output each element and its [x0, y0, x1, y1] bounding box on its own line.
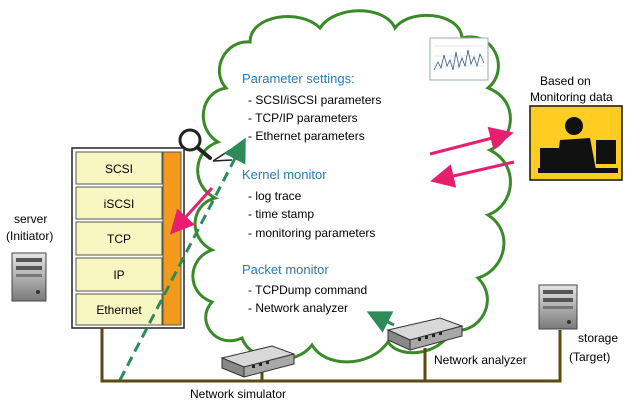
storage-label: storage: [578, 331, 618, 345]
cloud-item: - SCSI/iSCSI parameters: [248, 93, 381, 107]
network-analyzer-device-icon: [386, 317, 464, 351]
stack-label-ip: IP: [113, 268, 124, 282]
stack-layer-iscsi: [75, 186, 163, 220]
cloud-item: - TCPDump command: [248, 283, 367, 297]
monitoring-label-line2: Monitoring data: [530, 90, 613, 104]
server-label: server: [14, 212, 47, 226]
cloud-item: - time stamp: [248, 207, 314, 221]
network-analyzer-label: Network analyzer: [434, 353, 527, 367]
cloud-section-packet-monitor: Packet monitor - TCPDump command - Netwo…: [242, 262, 367, 315]
green-dashed-arrow-to-settings: [118, 137, 246, 381]
storage-tower-icon: [538, 284, 578, 330]
cloud-outline: [191, 9, 512, 364]
cloud-item: - TCP/IP parameters: [248, 111, 358, 125]
cloud-heading-packet-monitor: Packet monitor: [242, 262, 329, 277]
cloud-item: - monitoring parameters: [248, 226, 375, 240]
protocol-stack: SCSI iSCSI TCP IP Ethernet: [71, 147, 185, 329]
stack-label-tcp: TCP: [107, 232, 131, 246]
cloud-item: - Network analyzer: [248, 301, 348, 315]
green-dashed-arrow-to-packet-monitor: [366, 311, 395, 333]
network-wire: [100, 328, 562, 383]
server-role-label: (Initiator): [6, 229, 53, 243]
monitoring-label-line1: Based on: [540, 74, 591, 88]
stack-layer-tcp: [75, 221, 163, 256]
stack-layer-scsi: [75, 151, 163, 185]
storage-role-label: (Target): [569, 350, 610, 364]
stack-layer-ethernet: [75, 293, 163, 326]
cloud-heading-kernel-monitor: Kernel monitor: [242, 167, 327, 182]
pink-arrow-from-operator: [430, 160, 515, 188]
pink-arrow-to-operator: [429, 126, 514, 156]
stack-label-scsi: SCSI: [105, 162, 133, 176]
server-tower-icon: [11, 252, 47, 302]
network-simulator-device-icon: [220, 345, 296, 378]
stack-orange-bar: [162, 151, 182, 326]
cloud: [191, 9, 512, 364]
cloud-section-parameter-settings: Parameter settings: - SCSI/iSCSI paramet…: [242, 71, 381, 143]
stack-label-ethernet: Ethernet: [96, 303, 142, 317]
pink-arrow-to-stack: [169, 186, 214, 235]
stack-layer-ip: [75, 257, 163, 292]
cloud-section-kernel-monitor: Kernel monitor - log trace - time stamp …: [242, 167, 375, 240]
cloud-item: - log trace: [248, 189, 302, 203]
network-simulator-label: Network simulator: [190, 387, 286, 401]
trace-graph-thumbnail: [429, 37, 489, 81]
cloud-item: - Ethernet parameters: [248, 129, 365, 143]
stack-label-iscsi: iSCSI: [104, 197, 135, 211]
cloud-heading-parameter-settings: Parameter settings:: [242, 71, 355, 86]
operator-at-computer-icon: [529, 105, 623, 181]
